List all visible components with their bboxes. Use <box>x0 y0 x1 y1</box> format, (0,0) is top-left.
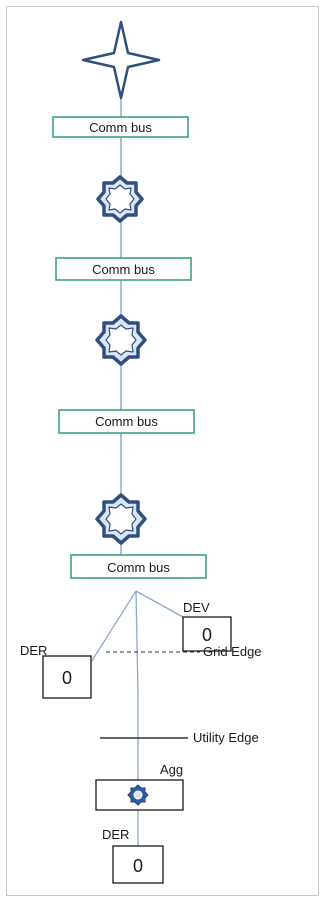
eight-point-star-icon <box>96 175 144 223</box>
der-bottom-label: DER <box>102 827 129 842</box>
diagram-frame <box>6 6 319 896</box>
comm-bus-label: Comm bus <box>107 560 170 575</box>
four-point-star-icon <box>81 20 161 100</box>
der-left-symbol: 0 <box>62 668 72 688</box>
branch-to-agg <box>135 590 139 695</box>
comm-bus-label: Comm bus <box>92 262 155 277</box>
dev-label: DEV <box>183 600 210 615</box>
gear-icon <box>127 784 149 806</box>
comm-bus-2: Comm bus <box>55 257 192 281</box>
dev-symbol: 0 <box>202 625 212 645</box>
dev-box: 0 <box>182 616 232 652</box>
agg-label: Agg <box>160 762 183 777</box>
comm-bus-label: Comm bus <box>95 414 158 429</box>
utility-edge-label: Utility Edge <box>193 730 259 745</box>
eight-point-star-icon <box>95 314 147 366</box>
der-left-label: DER <box>20 643 47 658</box>
comm-bus-4: Comm bus <box>70 554 207 579</box>
eight-point-star-icon <box>95 493 147 545</box>
grid-edge-label: Grid Edge <box>203 644 262 659</box>
comm-bus-label: Comm bus <box>89 120 152 135</box>
comm-bus-1: Comm bus <box>52 116 189 138</box>
der-left-box: 0 <box>42 655 92 699</box>
comm-bus-3: Comm bus <box>58 409 195 434</box>
branch-to-dev <box>135 590 184 618</box>
der-bottom-box: 0 <box>112 845 164 884</box>
der-bottom-symbol: 0 <box>133 856 143 876</box>
